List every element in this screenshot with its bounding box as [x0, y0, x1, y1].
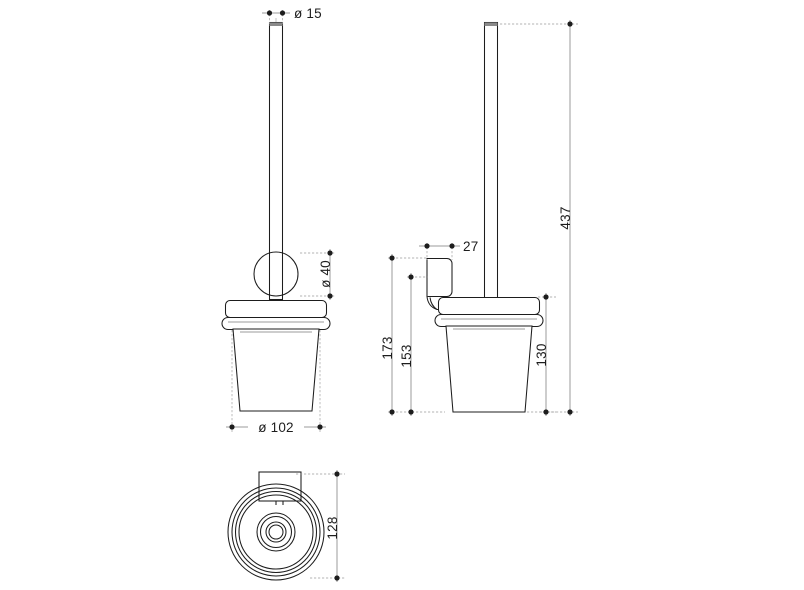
dim-label-bracket-depth: 27 — [463, 239, 478, 254]
dim-label-cup-diameter: ø 102 — [258, 420, 294, 435]
dimension-cup-diameter: ø 102 — [226, 330, 326, 435]
front-glass-cup — [232, 328, 320, 412]
dimension-overall-height: 437 — [500, 20, 578, 416]
handle-cap — [269, 22, 283, 26]
plan-hub-ring-4 — [268, 524, 284, 540]
dimension-handle-diameter: ø 15 — [262, 6, 322, 24]
plan-hub-ring-2 — [259, 515, 293, 549]
plan-hub-ring-3 — [265, 521, 287, 543]
dimension-plan-depth: 128 — [296, 470, 345, 582]
plan-hub-ring-1 — [256, 512, 296, 552]
plan-ring-2 — [231, 487, 321, 577]
side-handle-cap — [484, 22, 498, 26]
front-brush-ball — [253, 251, 299, 297]
side-handle-rod — [483, 21, 499, 301]
dimension-ball-diameter: ø 40 — [300, 249, 336, 300]
plan-ring-4 — [238, 494, 314, 570]
dim-label-handle-diameter: ø 15 — [294, 6, 322, 21]
dim-label-bracket-lower-height: 153 — [399, 344, 414, 367]
dim-label-ball-diameter: ø 40 — [318, 260, 333, 288]
view-plan — [227, 471, 325, 581]
plan-ring-3 — [234, 490, 318, 574]
dim-label-bracket-top-height: 173 — [380, 336, 395, 359]
dimension-bracket-lower-height: 153 — [399, 273, 428, 416]
dim-label-overall-height: 437 — [558, 206, 573, 229]
view-front-elevation — [221, 18, 331, 412]
view-side-elevation — [426, 21, 544, 413]
dimension-bracket-top-height: 173 — [380, 254, 445, 416]
plan-ring-1 — [227, 483, 325, 581]
dimension-cup-height: 130 — [527, 293, 556, 416]
side-lid — [434, 296, 544, 328]
side-glass-cup — [445, 325, 533, 413]
dimension-bracket-depth: 27 — [419, 239, 478, 260]
dim-label-cup-height: 130 — [534, 343, 549, 366]
front-handle-rod — [268, 21, 284, 301]
dim-label-plan-depth: 128 — [325, 516, 340, 539]
front-lid — [221, 299, 331, 331]
